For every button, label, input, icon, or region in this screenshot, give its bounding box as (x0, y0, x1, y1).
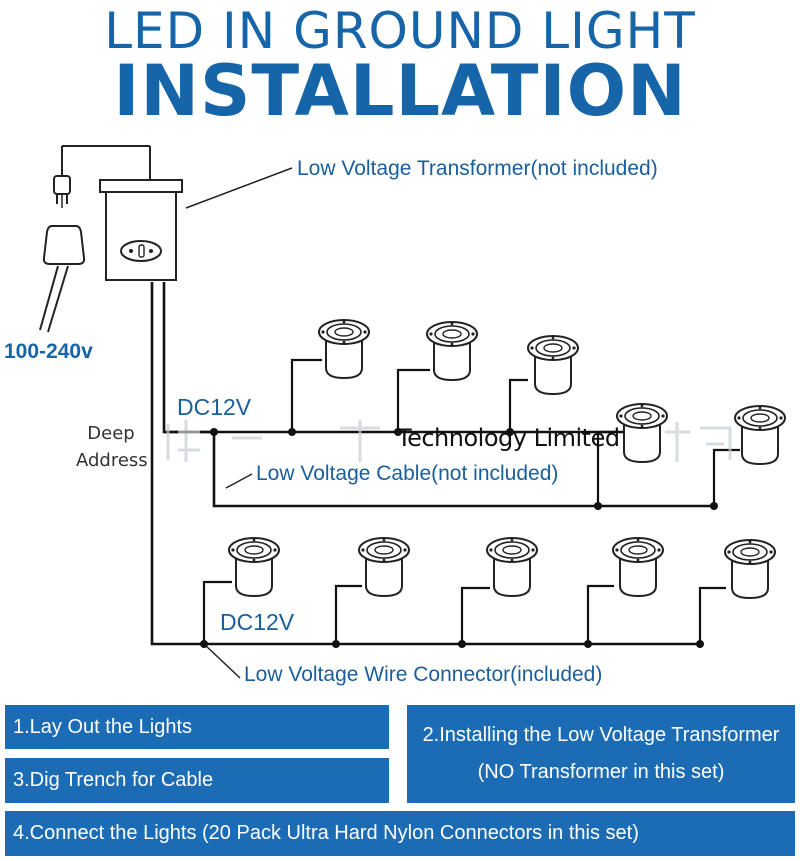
dc-label-bottom: DC12V (220, 609, 295, 635)
in-ground-light-icon (318, 319, 370, 379)
in-ground-light-icon (358, 537, 410, 597)
in-ground-light-icon (616, 403, 668, 463)
step-1-box: 1.Lay Out the Lights (5, 705, 389, 749)
in-ground-light-icon (612, 537, 664, 597)
dc-label-top: DC12V (177, 394, 252, 420)
step-2-box: 2.Installing the Low Voltage Transformer… (407, 705, 795, 803)
in-ground-light-icon (486, 537, 538, 597)
title-line2: INSTALLATION (113, 50, 687, 132)
in-ground-light-icon (228, 537, 280, 597)
address-text: Address (76, 450, 148, 471)
step-3-text: 3.Dig Trench for Cable (13, 769, 214, 791)
transformer-icon (99, 179, 183, 281)
deep-address-label: Deep Address (76, 420, 148, 474)
junction-dots (200, 428, 718, 648)
bottom-row-branches (202, 580, 726, 644)
in-ground-light-icon (527, 335, 579, 395)
step-2-text-line1: 2.Installing the Low Voltage Transformer (422, 724, 780, 746)
in-ground-light-icon (724, 539, 776, 599)
deep-text: Deep (87, 423, 135, 444)
transformer-label: Low Voltage Transformer(not included) (297, 157, 658, 180)
plug-icon (53, 145, 151, 208)
watermark-strokes (166, 420, 732, 462)
step-2-text-line2: (NO Transformer in this set) (477, 761, 725, 783)
connector-label: Low Voltage Wire Connector(included) (244, 663, 603, 686)
step-1-text: 1.Lay Out the Lights (13, 715, 193, 738)
voltage-label: 100-240v (4, 340, 93, 363)
adapter-icon (39, 225, 86, 333)
step-4-box: 4.Connect the Lights (20 Pack Ultra Hard… (5, 811, 795, 856)
step-3-box: 3.Dig Trench for Cable (5, 758, 389, 803)
watermark-text: Technology Limited (397, 424, 620, 452)
title-line1: LED IN GROUND LIGHT (104, 2, 696, 60)
cable-label: Low Voltage Cable(not included) (256, 462, 559, 485)
in-ground-light-icon (426, 321, 478, 381)
in-ground-light-icon (734, 405, 786, 465)
step-4-text: 4.Connect the Lights (20 Pack Ultra Hard… (13, 822, 639, 844)
